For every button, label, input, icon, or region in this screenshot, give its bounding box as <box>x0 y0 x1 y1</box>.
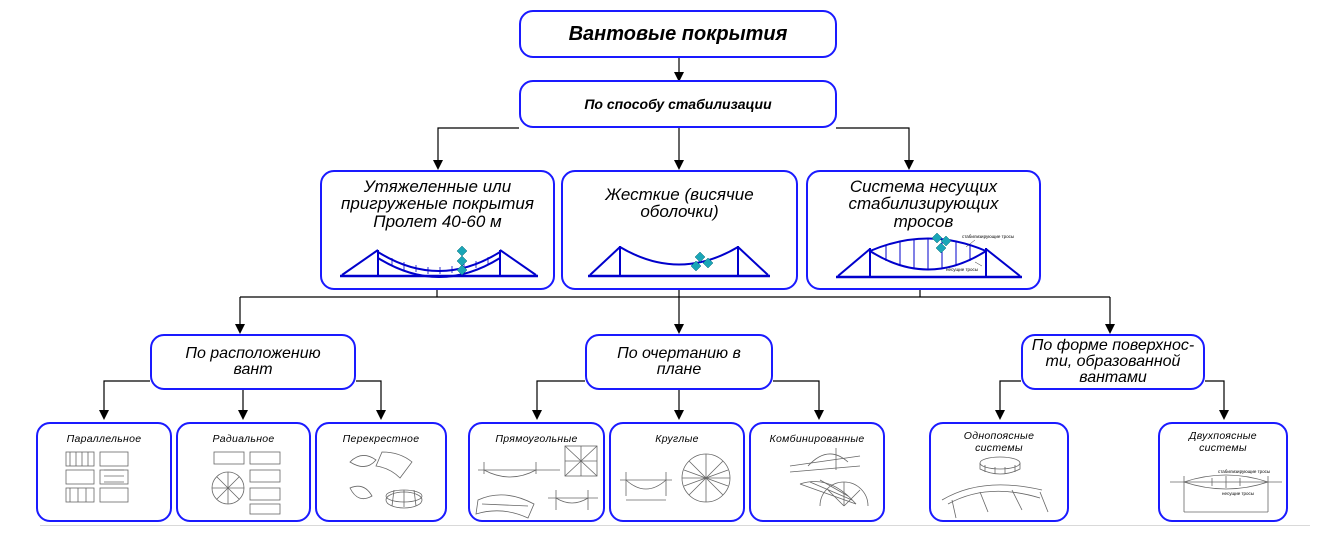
category-surface-node: По форме поверхнос-ти, образованной вант… <box>1021 334 1205 390</box>
category-outline-label: По очертанию в плане <box>617 344 741 378</box>
leaf-double-belt: Двухпоясные системы <box>1158 422 1288 522</box>
leaf-round-label: Круглые <box>655 433 699 445</box>
category-surface-label: По форме поверхнос-ти, образованной вант… <box>1031 336 1195 387</box>
bottom-rule <box>40 525 1310 526</box>
arrow-to-double-belt <box>1205 380 1229 420</box>
arrow-to-cross <box>356 380 386 420</box>
cable-annotation-bearing: несущие тросы <box>946 267 978 272</box>
leaf-rect: Прямоугольные <box>468 422 605 522</box>
leaf-rect-label: Прямоугольные <box>495 433 578 445</box>
rigid-shell-illustration <box>588 246 770 278</box>
type-rigid-node: Жесткие (висячие оболочки) <box>561 170 798 290</box>
stabilization-label: По способу стабилизации <box>584 95 772 112</box>
category-arrangement-node: По расположению вант <box>150 334 356 390</box>
category-arrangement-label: По расположению вант <box>185 344 321 378</box>
cross-sketch <box>349 451 423 509</box>
root-node: Вантовые покрытия <box>519 10 837 58</box>
leaf-cross: Перекрестное <box>315 422 447 522</box>
cable-truss-illustration <box>836 237 1022 279</box>
type-weighted-label: Утяжеленные или пригруженые покрытия Про… <box>341 177 534 231</box>
leaf-parallel: Параллельное <box>36 422 172 522</box>
parallel-plan-sketch <box>65 451 129 503</box>
leaf-double-belt-label: Двухпоясные системы <box>1189 430 1257 455</box>
leaf-radial-label: Радиальное <box>212 433 275 445</box>
leaf-cross-label: Перекрестное <box>342 433 420 445</box>
category-outline-node: По очертанию в плане <box>585 334 773 390</box>
stabilization-node: По способу стабилизации <box>519 80 837 128</box>
type-weighted-node: Утяжеленные или пригруженые покрытия Про… <box>320 170 555 290</box>
leaf-combined-label: Комбинированные <box>769 433 865 445</box>
weighted-cable-illustration <box>340 249 538 278</box>
type-rigid-label: Жесткие (висячие оболочки) <box>605 185 754 222</box>
arrow-to-combined <box>773 380 824 420</box>
double-belt-annotation-bearing: несущие тросы <box>1222 491 1254 496</box>
leaf-single-belt-label: Однопоясные системы <box>963 430 1035 455</box>
arrow-to-parallel <box>99 380 150 420</box>
double-belt-sketch <box>1170 474 1282 513</box>
root-label: Вантовые покрытия <box>568 22 788 45</box>
arrow-to-weighted <box>433 127 519 170</box>
single-belt-sketch <box>941 456 1049 519</box>
rigid-diamond-icon <box>690 251 714 272</box>
weighted-diamond-icon <box>456 245 468 276</box>
leaf-radial: Радиальное <box>176 422 311 522</box>
leaf-parallel-label: Параллельное <box>66 433 142 445</box>
radial-plan-sketch <box>211 451 281 515</box>
arrow-to-single-belt <box>995 380 1021 420</box>
type-cable-label: Система несущих стабилизирующих тросов <box>848 177 999 231</box>
cable-diamond-icon <box>931 232 952 254</box>
arrow-to-cable-system <box>836 127 914 170</box>
round-sketch <box>620 453 731 503</box>
arrow-to-rect <box>532 380 585 420</box>
rectangular-sketch <box>475 445 598 519</box>
cable-annotation-stabilizing: стабилизирующие тросы <box>962 234 1014 239</box>
double-belt-annotation-stabilizing: стабилизирующие тросы <box>1218 469 1270 474</box>
combined-sketch <box>789 448 869 507</box>
leaf-combined: Комбинированные <box>749 422 885 522</box>
